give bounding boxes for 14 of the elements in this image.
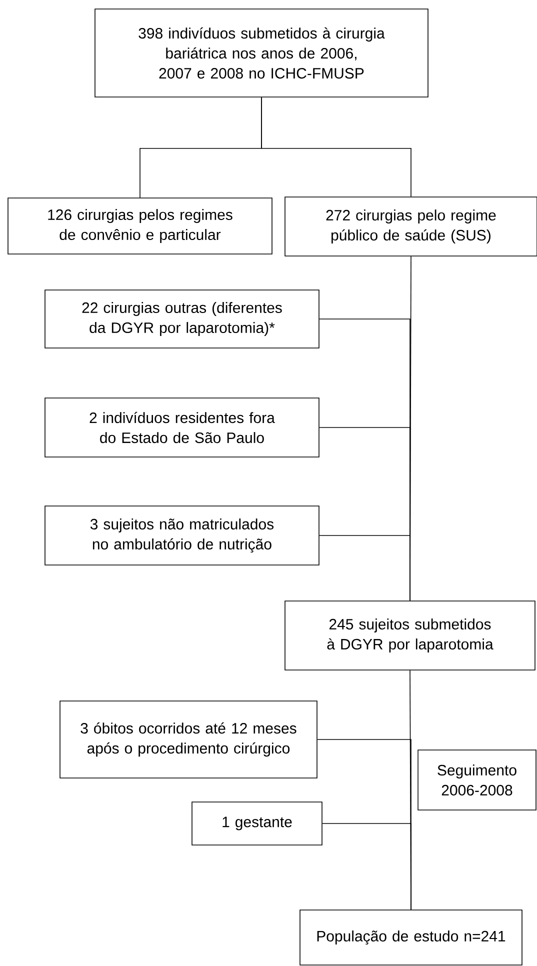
connector-line bbox=[261, 97, 412, 198]
process-box: 126 cirurgias pelos regimes de convênio e particular bbox=[8, 198, 272, 254]
process-box: 22 cirurgias outras (diferentes da DGYR por laparotomia)* bbox=[44, 290, 320, 348]
process-box: 3 sujeitos não matriculados no ambulatório de nutrição bbox=[44, 506, 320, 566]
process-box: 2 indivíduos residentes fora do Estado de São Paulo bbox=[44, 398, 320, 458]
process-box: 245 sujeitos submetidos à DGYR por laparotomia bbox=[284, 600, 536, 670]
process-box: População de estudo n=241 bbox=[300, 910, 522, 966]
connector-line bbox=[319, 535, 410, 601]
process-box: 1 gestante bbox=[192, 802, 322, 846]
process-box: 3 óbitos ocorridos até 12 meses após o procedimento cirúrgico bbox=[60, 700, 318, 778]
process-box: 272 cirurgias pelo regime público de saúde (SUS) bbox=[284, 196, 537, 256]
connector-line bbox=[322, 823, 412, 910]
process-box: 398 indivíduos submetidos à cirurgia bariátrica nos anos de 2006, 2007 e 2008 no ICHC-FMUSP bbox=[94, 8, 428, 98]
process-box: Seguimento 2006-2008 bbox=[418, 750, 536, 810]
